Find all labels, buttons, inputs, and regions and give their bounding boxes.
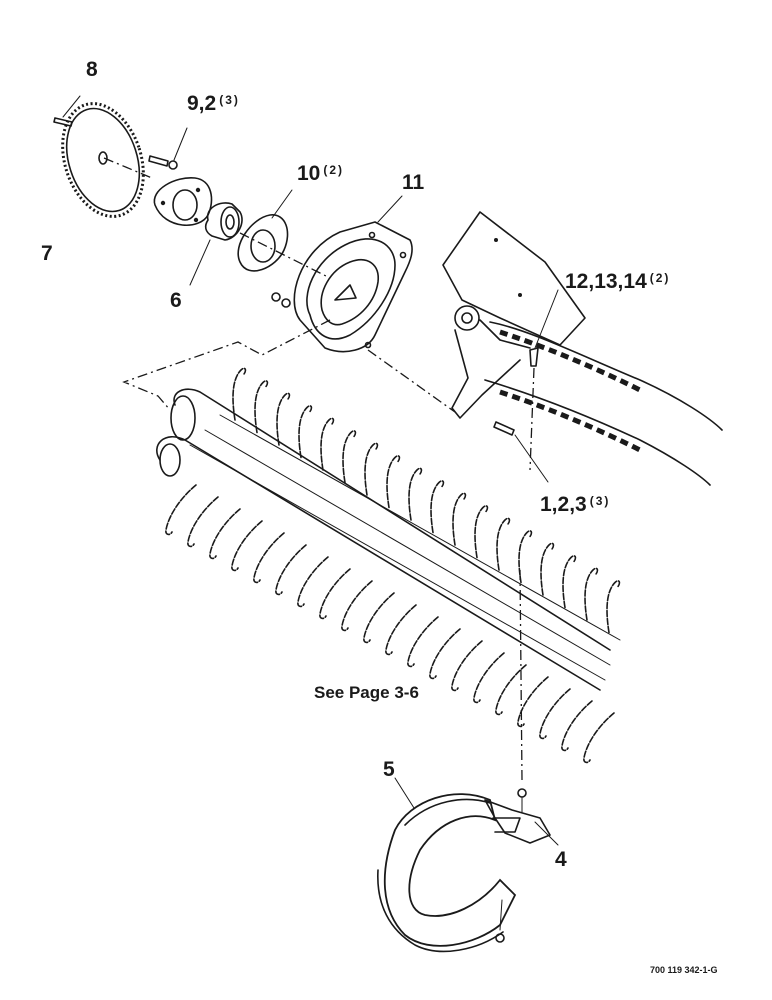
pivot-bolt: [367, 349, 549, 483]
callout-1-2-3: 1,2,3(3): [540, 493, 610, 516]
tine: [429, 628, 461, 680]
tine-row-upper: [232, 367, 621, 634]
tine: [319, 568, 351, 620]
callout-5: 5: [383, 758, 395, 781]
tine: [363, 592, 395, 644]
callout-10: 10(2): [297, 162, 344, 185]
tine: [451, 640, 483, 692]
callout-4: 4: [555, 848, 567, 871]
tine: [561, 700, 593, 752]
shield-bracket: [484, 788, 559, 943]
tine: [540, 542, 555, 596]
tine: [364, 442, 379, 496]
document-number: 700 119 342-1-G: [650, 965, 718, 975]
tine-row-lower: [165, 484, 615, 764]
tine: [254, 380, 269, 434]
key: [53, 95, 81, 127]
assembly-line: [122, 319, 331, 411]
tine: [584, 567, 599, 621]
tine: [583, 712, 615, 764]
tine: [187, 496, 219, 548]
tine: [430, 480, 445, 534]
tine: [232, 367, 247, 421]
tine: [385, 604, 417, 656]
callout-7: 7: [41, 242, 53, 265]
tine: [496, 517, 511, 571]
flange-plate: [153, 177, 213, 227]
guard-shield: [377, 777, 521, 953]
callout-12-13-14: 12,13,14(2): [565, 270, 670, 293]
hex-nuts: [271, 292, 291, 308]
drive-housing: [293, 195, 413, 353]
tine: [386, 455, 401, 509]
tine: [408, 467, 423, 521]
tine: [495, 664, 527, 716]
bracket-bolt: [529, 289, 559, 471]
tine: [474, 505, 489, 559]
bearing: [189, 202, 243, 286]
tine: [231, 520, 263, 572]
flange-bolt: [148, 127, 188, 170]
tine: [539, 688, 571, 740]
tine: [298, 405, 313, 459]
sprocket: [61, 102, 153, 218]
callout-11: 11: [402, 171, 425, 194]
callout-9-2: 9,2(3): [187, 92, 240, 115]
callout-6: 6: [170, 289, 182, 312]
tine: [276, 392, 291, 446]
mounting-bracket: [442, 211, 586, 419]
tine: [342, 430, 357, 484]
tine: [297, 556, 329, 608]
see-page-note: See Page 3-6: [314, 683, 419, 702]
callout-8: 8: [86, 58, 98, 81]
tine: [165, 484, 197, 536]
flange-ring: [237, 189, 331, 279]
tine: [606, 580, 621, 634]
tine: [518, 530, 533, 584]
drive-chain: [484, 321, 723, 486]
tine: [253, 532, 285, 584]
tine: [320, 417, 335, 471]
reel-rotor: [156, 367, 621, 781]
tine: [517, 676, 549, 728]
tine: [562, 555, 577, 609]
tine: [473, 652, 505, 704]
tine: [209, 508, 241, 560]
tine: [341, 580, 373, 632]
tine: [275, 544, 307, 596]
tine: [407, 616, 439, 668]
tine: [452, 492, 467, 546]
